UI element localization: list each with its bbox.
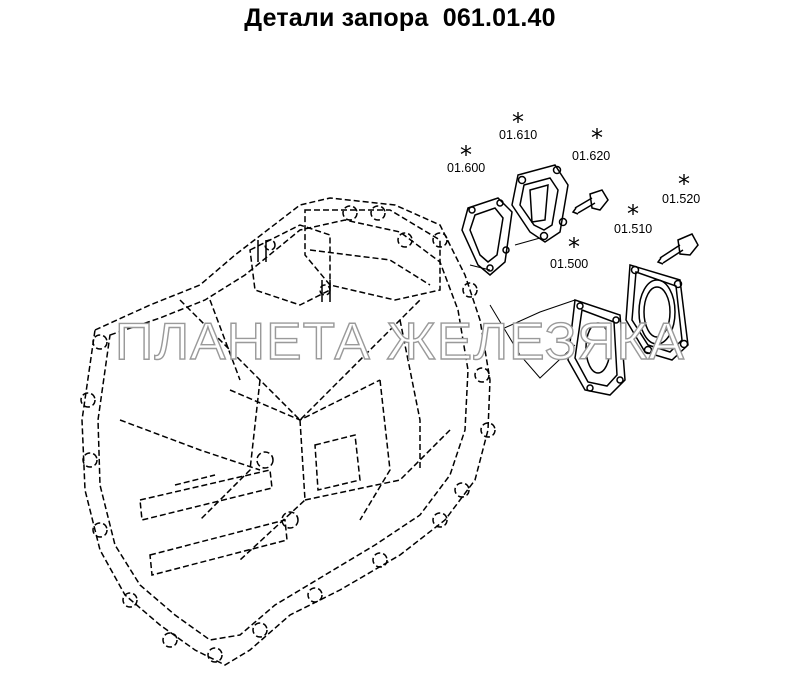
callout-label: 01.610	[499, 128, 537, 142]
bolt-01-620	[571, 189, 609, 215]
callout-01-520: * 01.520	[662, 170, 700, 206]
gasket-01-500	[567, 298, 626, 396]
cover-01-510	[625, 264, 689, 361]
callout-01-510: * 01.510	[614, 200, 652, 236]
cover-01-610	[511, 164, 569, 243]
callout-star: *	[591, 124, 603, 152]
callout-label: 01.520	[662, 192, 700, 206]
gearbox-housing	[80, 197, 496, 666]
callout-01-620: * 01.620	[572, 124, 610, 163]
callout-label: 01.500	[550, 257, 588, 271]
callout-star: *	[512, 108, 524, 136]
gasket-01-600	[461, 197, 513, 276]
bolt-01-520	[656, 233, 699, 265]
callout-01-610: * 01.610	[499, 108, 537, 142]
callout-star: *	[460, 141, 472, 169]
watermark-text: ПЛАНЕТА ЖЕЛЕЗЯКА	[115, 313, 685, 371]
callout-label: 01.600	[447, 161, 485, 175]
callout-01-600: * 01.600	[447, 141, 485, 175]
callout-star: *	[678, 170, 690, 198]
callout-label: 01.620	[572, 149, 610, 163]
callout-label: 01.510	[614, 222, 652, 236]
callout-01-500: * 01.500	[550, 233, 588, 271]
callout-star: *	[568, 233, 580, 261]
callout-star: *	[627, 200, 639, 228]
page-title: Детали запора 061.01.40	[244, 4, 556, 32]
